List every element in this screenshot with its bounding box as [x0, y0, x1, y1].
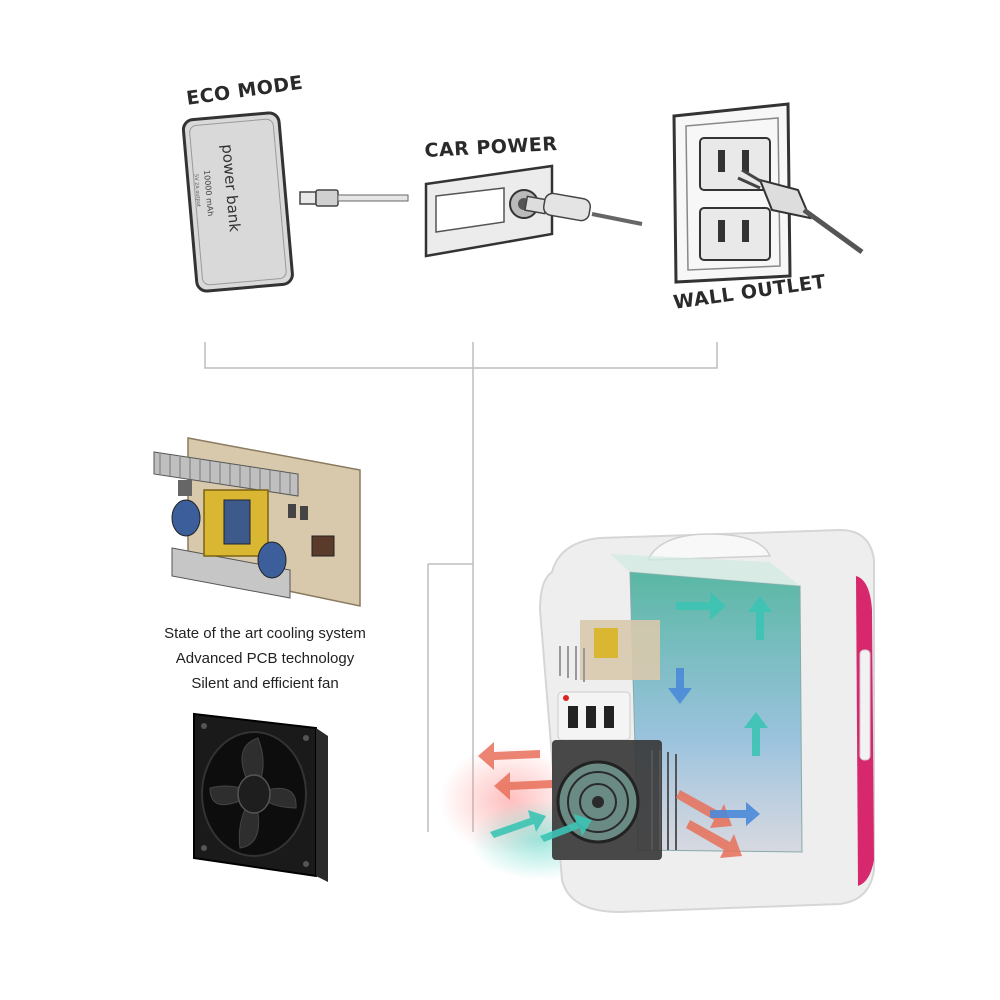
mini-fridge-icon — [440, 528, 875, 914]
usb-cable-icon — [299, 189, 409, 207]
cooling-fan-icon — [193, 712, 328, 882]
power-bank-icon: power bank 10000 mAh 5V 2A output — [181, 110, 294, 296]
feature-pcb-technology: Advanced PCB technology — [175, 650, 355, 667]
eco-mode-label: ECO MODE — [185, 71, 305, 110]
pcb-board-icon — [153, 437, 361, 607]
car-power-label: CAR POWER — [424, 133, 559, 162]
feature-silent-fan: Silent and efficient fan — [191, 675, 339, 692]
wall-outlet-icon — [672, 102, 864, 284]
feature-cooling-system: State of the art cooling system — [164, 625, 366, 642]
car-socket-icon — [424, 164, 643, 258]
